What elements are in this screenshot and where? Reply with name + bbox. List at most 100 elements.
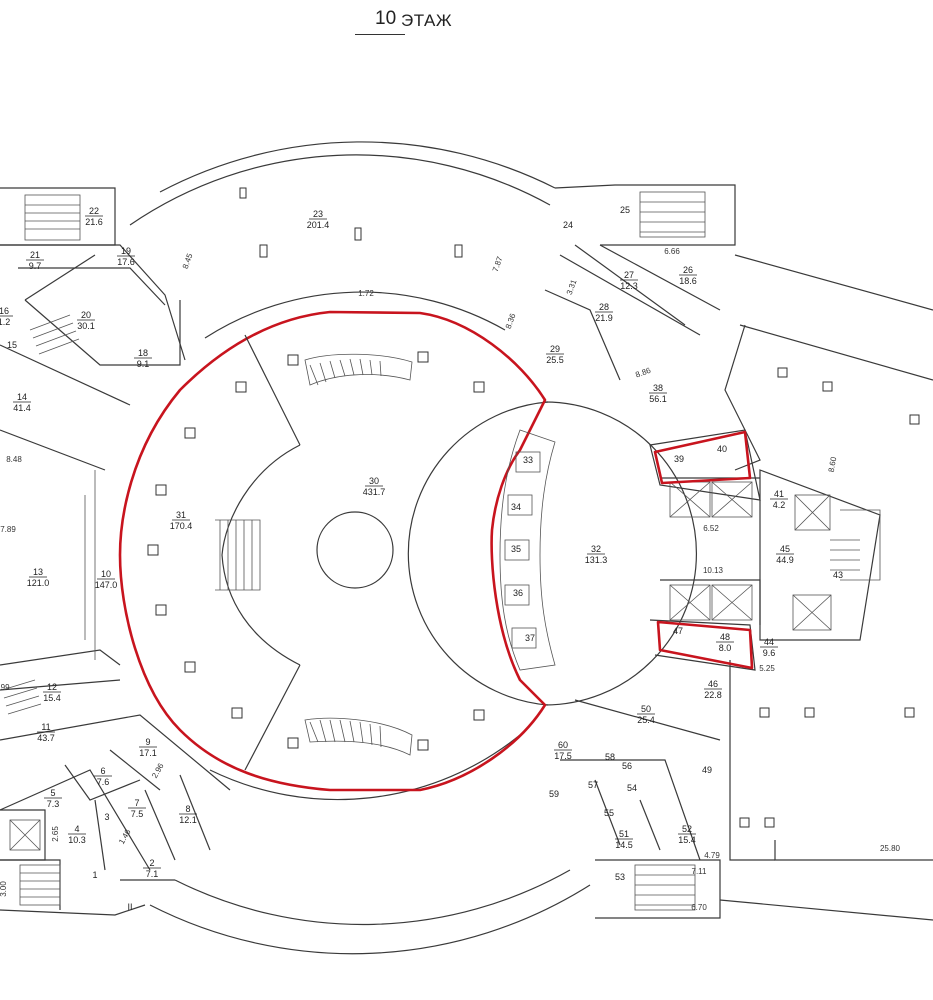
- room-area: 131.3: [585, 555, 608, 565]
- dimension-label: 2.96: [150, 761, 166, 779]
- room-area: 17.1: [139, 748, 157, 758]
- curved-wall-cores: [499, 429, 556, 671]
- middle-ring-upper: [204, 291, 506, 339]
- room-number: 59: [549, 789, 559, 799]
- room-number: II: [127, 902, 132, 912]
- dimension-label: 8.45: [181, 252, 195, 270]
- room-label: 58: [605, 752, 615, 762]
- room-area: 43.7: [37, 733, 55, 743]
- hall-outline: [118, 310, 547, 792]
- room-number: 15: [7, 340, 17, 350]
- room-label: 54: [627, 783, 637, 793]
- room-area: 25.5: [546, 355, 564, 365]
- room-label: II: [127, 902, 132, 912]
- room-label: 410.3: [68, 824, 86, 845]
- room-label: 43: [833, 570, 843, 580]
- room-number: 45: [780, 544, 790, 554]
- left-stairs: [1, 194, 81, 906]
- outer-ring-bottom: [149, 884, 591, 955]
- room-label: 1: [92, 870, 97, 880]
- room-area: 170.4: [170, 521, 193, 531]
- room-area: 4.2: [773, 500, 786, 510]
- room-number: 24: [563, 220, 573, 230]
- room-area: 15.4: [678, 835, 696, 845]
- dimension-label: 25.80: [880, 844, 901, 853]
- room-area: 201.4: [307, 220, 330, 230]
- room-label: 24: [563, 220, 573, 230]
- dimension-label: 3.31: [565, 278, 579, 296]
- dimension-label: 10.13: [703, 566, 724, 575]
- dimension-label: 7.89: [0, 525, 16, 534]
- room-area: 21.9: [595, 313, 613, 323]
- room-number: 16: [0, 306, 9, 316]
- dimension-label: 3.00: [0, 881, 8, 897]
- dimension-label: 8.36: [504, 312, 518, 330]
- room-number: 58: [605, 752, 615, 762]
- floor-title: 10 ЭТАЖ: [350, 4, 490, 35]
- room-area: 431.7: [363, 487, 386, 497]
- room-label: 27.1: [143, 858, 161, 879]
- room-label: 56: [622, 761, 632, 771]
- room-number: 56: [622, 761, 632, 771]
- room-area: 12.3: [620, 281, 638, 291]
- outer-ring-top-inner: [129, 154, 551, 226]
- room-number: 54: [627, 783, 637, 793]
- room-number: 52: [682, 824, 692, 834]
- room-number: 35: [511, 544, 521, 554]
- room-area: 15.4: [43, 693, 61, 703]
- outer-ring-top: [159, 141, 556, 193]
- room-label: 25: [620, 205, 630, 215]
- room-number: 53: [615, 872, 625, 882]
- room-number: 20: [81, 310, 91, 320]
- room-number: 40: [717, 444, 727, 454]
- room-label: 49: [702, 765, 712, 775]
- room-number: 33: [523, 455, 533, 465]
- room-area: 7.3: [47, 799, 60, 809]
- room-area: 44.9: [776, 555, 794, 565]
- room-number: 47: [673, 626, 683, 636]
- lobby-circle-inner: [407, 401, 549, 706]
- room-number: 26: [683, 265, 693, 275]
- dimension-label: 6.52: [703, 524, 719, 533]
- room-label: 812.1: [179, 804, 197, 825]
- room-number: 27: [624, 270, 634, 280]
- room-number: 2: [149, 858, 154, 868]
- lobby-circle: [544, 401, 698, 706]
- room-label: 55: [604, 808, 614, 818]
- outer-ring-bottom-inner: [174, 869, 571, 926]
- room-number: 29: [550, 344, 560, 354]
- room-number: 28: [599, 302, 609, 312]
- floor-number: 10: [375, 8, 397, 29]
- room-number: 21: [30, 250, 40, 260]
- dimension-label: 2.65: [51, 826, 60, 842]
- room-label: 40: [717, 444, 727, 454]
- room-number: 44: [764, 637, 774, 647]
- dimension-label: .99: [0, 683, 10, 692]
- hall-interior: [215, 334, 556, 771]
- highlight-39-40: [653, 430, 752, 485]
- room-area: 147.0: [95, 580, 118, 590]
- room-label: 53: [615, 872, 625, 882]
- room-number: 43: [833, 570, 843, 580]
- room-number: 3: [104, 812, 109, 822]
- room-label: 36: [513, 588, 523, 598]
- room-area: 121.0: [27, 578, 50, 588]
- room-label: 917.1: [139, 737, 157, 758]
- dimension-label: 8.48: [6, 455, 22, 464]
- room-number: 18: [138, 348, 148, 358]
- middle-ring-lower: [209, 734, 521, 801]
- room-number: 46: [708, 679, 718, 689]
- room-number: 11: [41, 722, 50, 732]
- dimension-label: 8.60: [827, 456, 839, 473]
- room-label: 189.1: [134, 348, 152, 369]
- room-area: 18.6: [679, 276, 697, 286]
- room-area: 1.2: [0, 317, 10, 327]
